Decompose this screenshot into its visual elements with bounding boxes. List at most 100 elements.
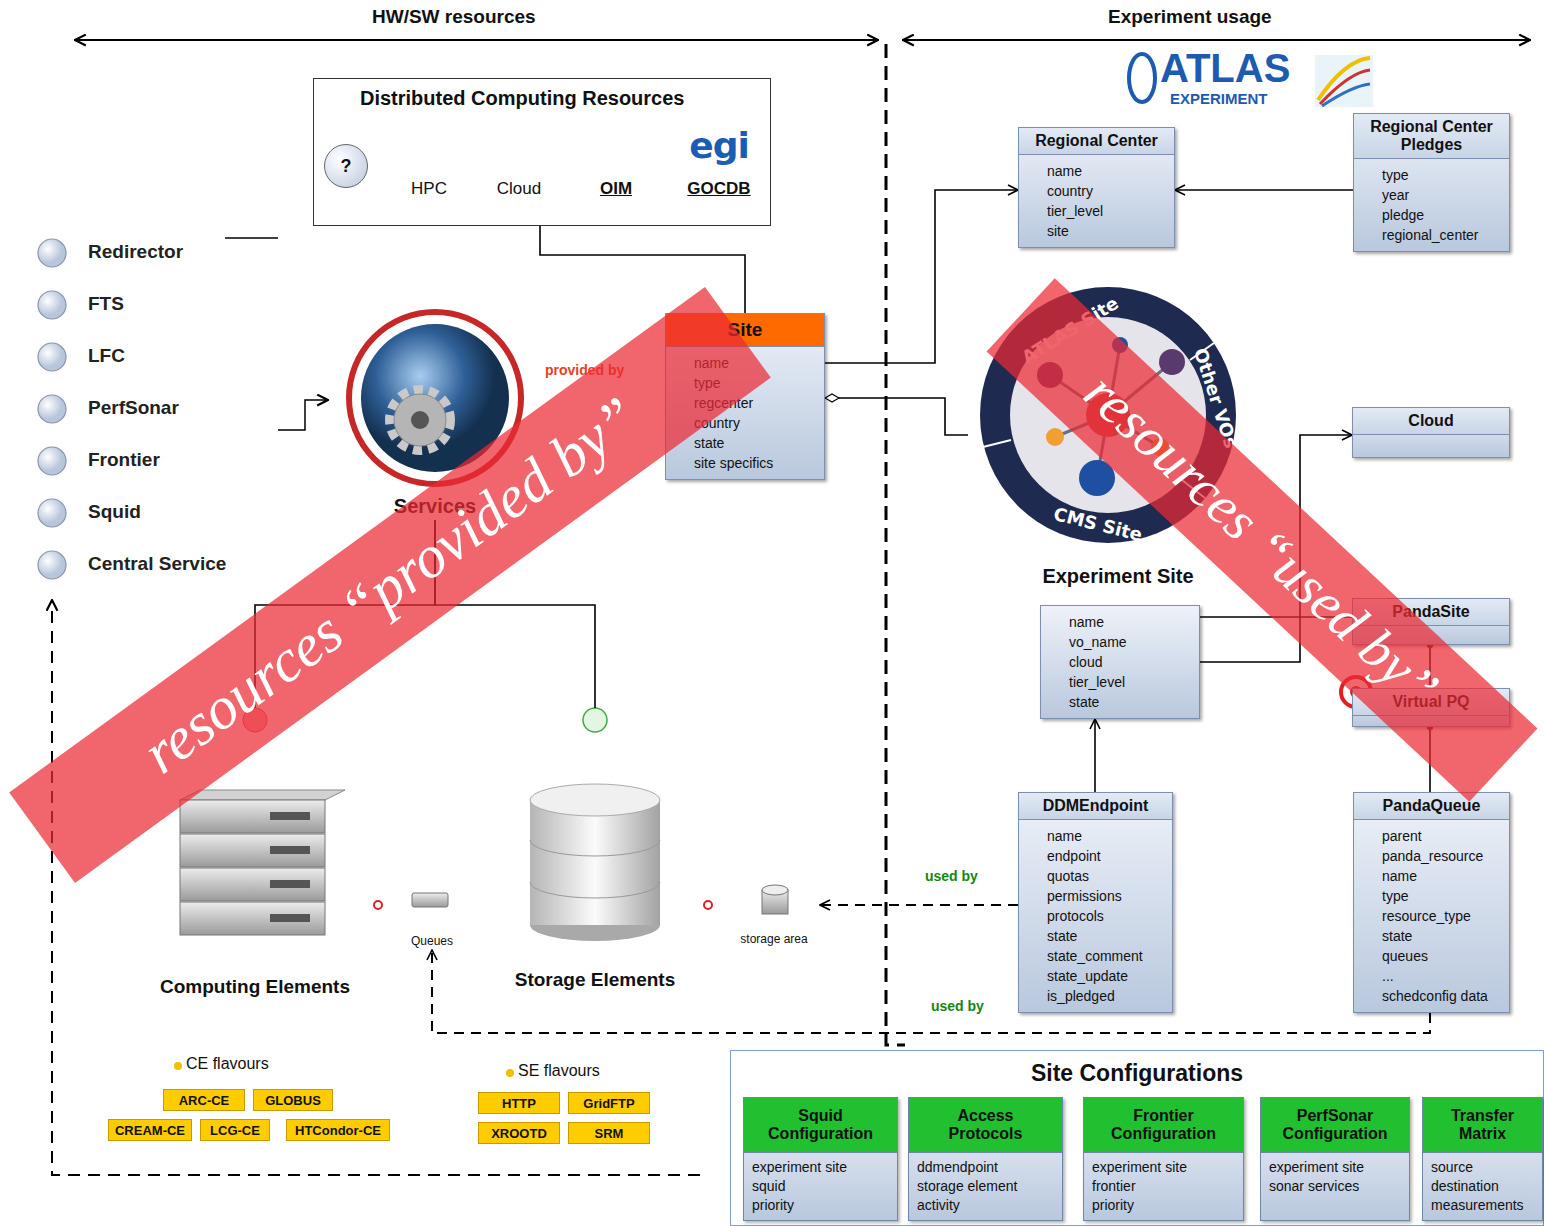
small-icons (506, 1069, 514, 1077)
small-icons (174, 1062, 182, 1070)
text-line: Transfer (1423, 1107, 1542, 1125)
box-text: egi (664, 125, 774, 166)
text-line: activity (917, 1196, 1054, 1215)
service-name: PerfSonar (88, 397, 179, 419)
text-line: Regional Center (1358, 118, 1505, 136)
flavour-chip: SRM (568, 1122, 650, 1144)
text-line: type (1382, 886, 1501, 906)
box-text: experiment site squid priority (744, 1153, 897, 1220)
hpc-icon: HPC (396, 107, 462, 201)
class-box: Regional Center Pledgestype year pledge … (1353, 113, 1510, 252)
connector (820, 904, 1018, 906)
service-list-bullets (38, 239, 66, 267)
box-text: Queues (372, 934, 492, 948)
box-heading: Access Protocols (909, 1098, 1062, 1153)
box-heading: PandaQueue (1354, 793, 1509, 820)
text-line: resource_type (1382, 906, 1501, 926)
computing-server (270, 846, 310, 854)
flavour-chip: HTTP (478, 1092, 560, 1114)
edge-label: used by (928, 998, 987, 1014)
text-line: frontier (1092, 1177, 1235, 1196)
box-heading: Regional Center (1019, 128, 1174, 155)
text-line: experiment site (752, 1158, 889, 1177)
box-text: storage area (708, 932, 840, 946)
text-line: parent (1382, 826, 1501, 846)
element-tree-circles (583, 708, 607, 732)
edge-label: used by (922, 868, 981, 884)
text-line: Access (909, 1107, 1062, 1125)
box-text: XROOTD (491, 1126, 547, 1141)
text-line: pledge (1382, 205, 1501, 225)
group-label: SE flavours (518, 1062, 600, 1080)
services-globe (411, 411, 429, 429)
text-line: is_pledged (1047, 986, 1164, 1006)
text-line: Configuration (1261, 1125, 1409, 1143)
small-icons (412, 893, 448, 907)
box-text: GridFTP (583, 1096, 634, 1111)
oim-icon: OIM (576, 107, 656, 201)
text-line: name (1069, 612, 1191, 632)
computing-server (180, 834, 325, 867)
computing-server (180, 902, 325, 935)
text-line: name (1382, 866, 1501, 886)
config-box: Frontier Configurationexperiment site fr… (1083, 1097, 1244, 1221)
text-line: priority (1092, 1196, 1235, 1215)
service-name: Central Service (88, 553, 226, 575)
service-list-bullets (38, 447, 66, 475)
config-box: Transfer Matrixsource destination measur… (1422, 1097, 1543, 1221)
connector (825, 398, 968, 435)
box-text: SRM (595, 1126, 624, 1141)
box-heading: Squid Configuration (744, 1098, 897, 1153)
text-line: Frontier (1084, 1107, 1243, 1125)
box-text: Cloud (454, 179, 584, 199)
experiment-site-logo (1159, 349, 1185, 375)
box-text: Storage Elements (475, 969, 715, 991)
logo-text: ATLAS (1160, 46, 1290, 91)
box-text: source destination measurements (1423, 1153, 1542, 1220)
text-line: name (1047, 161, 1166, 181)
class-box: name vo_name cloud tier_level state (1040, 605, 1200, 719)
text-line: site (1047, 221, 1166, 241)
text-line: experiment site (1092, 1158, 1235, 1177)
flavour-chip: HTCondor-CE (286, 1119, 390, 1141)
storage-area-icon: storage area (728, 880, 820, 948)
text-line: type (1382, 165, 1501, 185)
service-list-bullets (38, 499, 66, 527)
gocdb-icon: egiGOCDB (674, 107, 764, 201)
list-bracket (52, 600, 700, 1175)
header-arrows (75, 40, 1530, 41)
small-icons (374, 901, 382, 909)
text-line: priority (752, 1196, 889, 1215)
text-line: tier_level (1047, 201, 1166, 221)
box-text: OIM (556, 179, 676, 199)
logos (1315, 55, 1373, 107)
text-line: endpoint (1047, 846, 1164, 866)
small-icons (174, 677, 1371, 1077)
storage-cylinder (530, 784, 660, 941)
storage-cylinder (530, 800, 660, 925)
text-line: state (1069, 692, 1191, 712)
box-text: experiment site sonar services (1261, 1153, 1409, 1201)
text-line: storage element (917, 1177, 1054, 1196)
text-line: Configuration (744, 1125, 897, 1143)
box-text: name vo_name cloud tier_level state (1041, 606, 1199, 718)
services-globe (394, 394, 446, 446)
storage-element: Storage Elements (495, 708, 695, 993)
box-text: parent panda_resource name type resource… (1354, 820, 1509, 1012)
small-icons (704, 901, 712, 909)
text-line: year (1382, 185, 1501, 205)
service-list-bullets (38, 239, 66, 579)
class-box: Regional Centername country tier_level s… (1018, 127, 1175, 248)
text-line: ... (1382, 966, 1501, 986)
text-line: name (1047, 826, 1164, 846)
storage-cylinder (530, 840, 660, 898)
service-name: Frontier (88, 449, 160, 471)
text-line: ddmendpoint (917, 1158, 1054, 1177)
storage-cylinder (530, 784, 660, 816)
computing-server (270, 812, 310, 820)
text-line: Pledges (1358, 136, 1505, 154)
logo-text: EXPERIMENT (1170, 90, 1268, 107)
config-box: Access Protocols ddmendpoint storage elem… (908, 1097, 1063, 1221)
